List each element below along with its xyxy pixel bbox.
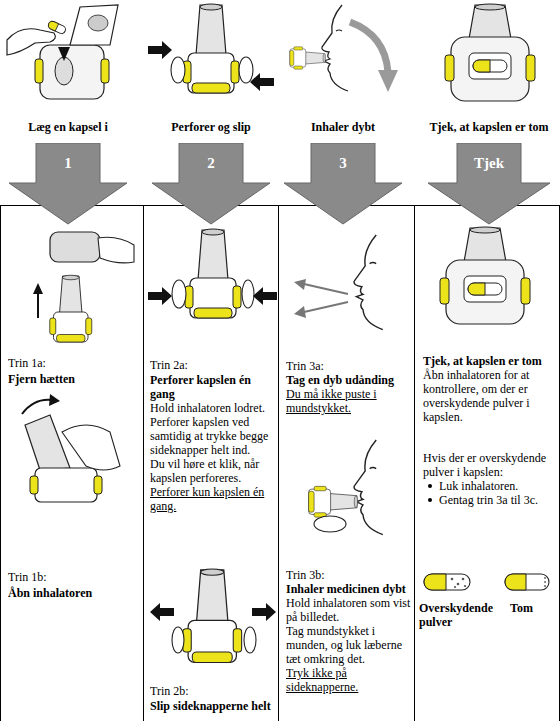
step-caption: Perforer og slip	[171, 120, 251, 134]
step-text: Trin 1b:	[8, 570, 138, 584]
step-number: 2	[151, 154, 271, 172]
step-text: Hold inhalatoren lodret.	[150, 401, 278, 415]
step-number: 1	[8, 154, 128, 172]
step-heading: Slip sideknapperne helt	[150, 699, 278, 713]
step-heading: Perforer kapslen én gang	[150, 373, 278, 401]
step-arrow: Tjek	[427, 143, 551, 225]
arrow-outline	[9, 143, 127, 224]
step-heading: Tom	[510, 601, 555, 615]
step-text: Trin 2b:	[150, 684, 278, 698]
arrow-outline	[284, 143, 402, 224]
step-text: Trin 3a:	[286, 359, 411, 373]
step-text: Åbn inhalatoren for at kontrollere, om d…	[423, 368, 553, 424]
step-arrow: 2	[151, 143, 271, 225]
step-text: Perforer kapslen ved samtidig at trykke …	[150, 415, 278, 457]
step-heading: Åbn inhalatoren	[8, 586, 138, 600]
step-text: Trin 1a:	[8, 356, 138, 370]
step-heading: Tjek, at kapslen er tom	[423, 354, 553, 368]
step-number: Tjek	[427, 154, 551, 172]
step-arrow: 1	[8, 143, 128, 225]
bullet-dot	[428, 498, 432, 502]
step-heading: Fjern hætten	[8, 372, 138, 386]
step-text: Tryk ikke på sideknapperne.	[286, 666, 411, 694]
step-column: Tjek, at kapslen er tomÅbn inhalatoren f…	[414, 205, 560, 721]
step-text: Tag mundstykket i munden, og luk læberne…	[286, 624, 411, 666]
step-column: Trin 3a:Tag en dyb udåndingDu må ikke pu…	[278, 205, 415, 721]
step-heading: Tag en dyb udånding	[286, 373, 411, 387]
step-caption: Inhaler dybt	[311, 120, 375, 134]
step-number: 3	[283, 154, 403, 172]
step-text: Hold inhalatoren som vist på billedet.	[286, 596, 411, 624]
step-column: Trin 2a:Perforer kapslen én gangHold inh…	[143, 205, 279, 721]
step-text: Gentag trin 3a til 3c.	[439, 493, 553, 507]
step-text: Trin 3b:	[286, 568, 411, 582]
step-text: Du må ikke puste i mundstykket.	[286, 387, 411, 415]
step-arrow: 3	[283, 143, 403, 225]
bullet-dot	[428, 484, 432, 488]
arrow-outline	[428, 143, 550, 224]
step-text: Hvis der er overskydende pulver i kapsle…	[423, 451, 553, 479]
arrow-outline	[152, 143, 270, 224]
step-heading: Inhaler medicinen dybt	[286, 582, 411, 596]
step-heading: Overskydende pulver	[419, 601, 503, 629]
step-caption: Læg en kapsel i	[28, 120, 108, 134]
step-text: Perforer kun kapslen én gang.	[150, 485, 278, 513]
step-text: Du vil høre et klik, når kapslen perfore…	[150, 457, 278, 485]
step-column: Trin 1a: Fjern hættenTrin 1b: Åbn inhalato…	[0, 205, 144, 721]
step-text: Luk inhalatoren.	[439, 479, 553, 493]
step-text: Trin 2a:	[150, 358, 278, 372]
step-caption: Tjek, at kapslen er tom	[430, 120, 549, 134]
